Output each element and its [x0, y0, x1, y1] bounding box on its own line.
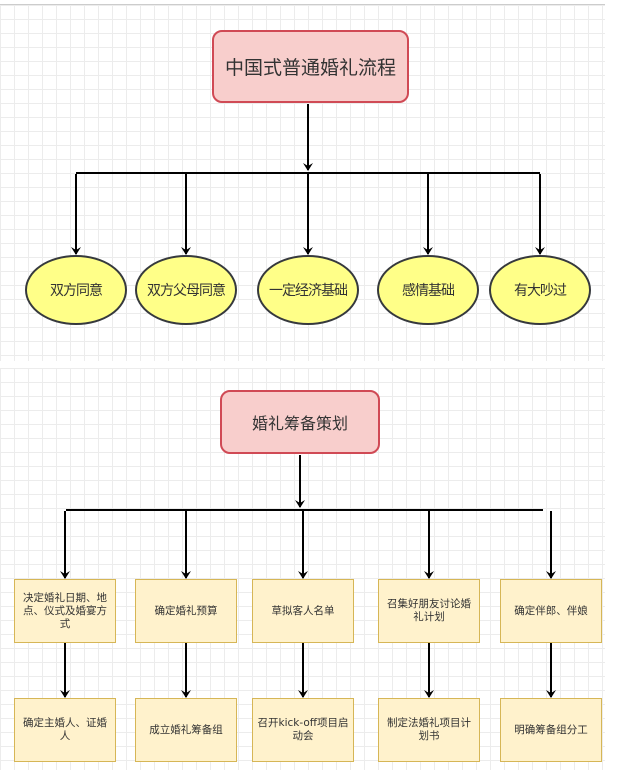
result-box-node[interactable]: 成立婚礼筹备组: [135, 698, 237, 762]
child-ellipse-node[interactable]: 一定经济基础: [257, 255, 359, 325]
result-box-node[interactable]: 制定法婚礼项目计划书: [378, 698, 480, 762]
result-box-node[interactable]: 明确筹备组分工: [500, 698, 602, 762]
result-box-node[interactable]: 召开kick-off项目启动会: [252, 698, 354, 762]
step-box-node[interactable]: 确定伴郎、伴娘: [500, 579, 602, 643]
result-box-node[interactable]: 确定主婚人、证婚人: [14, 698, 116, 762]
step-box-node[interactable]: 草拟客人名单: [252, 579, 354, 643]
child-ellipse-node[interactable]: 双方同意: [25, 255, 127, 325]
child-ellipse-node[interactable]: 感情基础: [377, 255, 479, 325]
step-box-node[interactable]: 决定婚礼日期、地点、仪式及婚宴方式: [14, 579, 116, 643]
planning-title-node[interactable]: 婚礼筹备策划: [220, 390, 380, 454]
process-title-node[interactable]: 中国式普通婚礼流程: [212, 30, 409, 103]
step-box-node[interactable]: 召集好朋友讨论婚礼计划: [378, 579, 480, 643]
child-ellipse-node[interactable]: 有大吵过: [489, 255, 591, 325]
step-box-node[interactable]: 确定婚礼预算: [135, 579, 237, 643]
child-ellipse-node[interactable]: 双方父母同意: [135, 255, 237, 325]
